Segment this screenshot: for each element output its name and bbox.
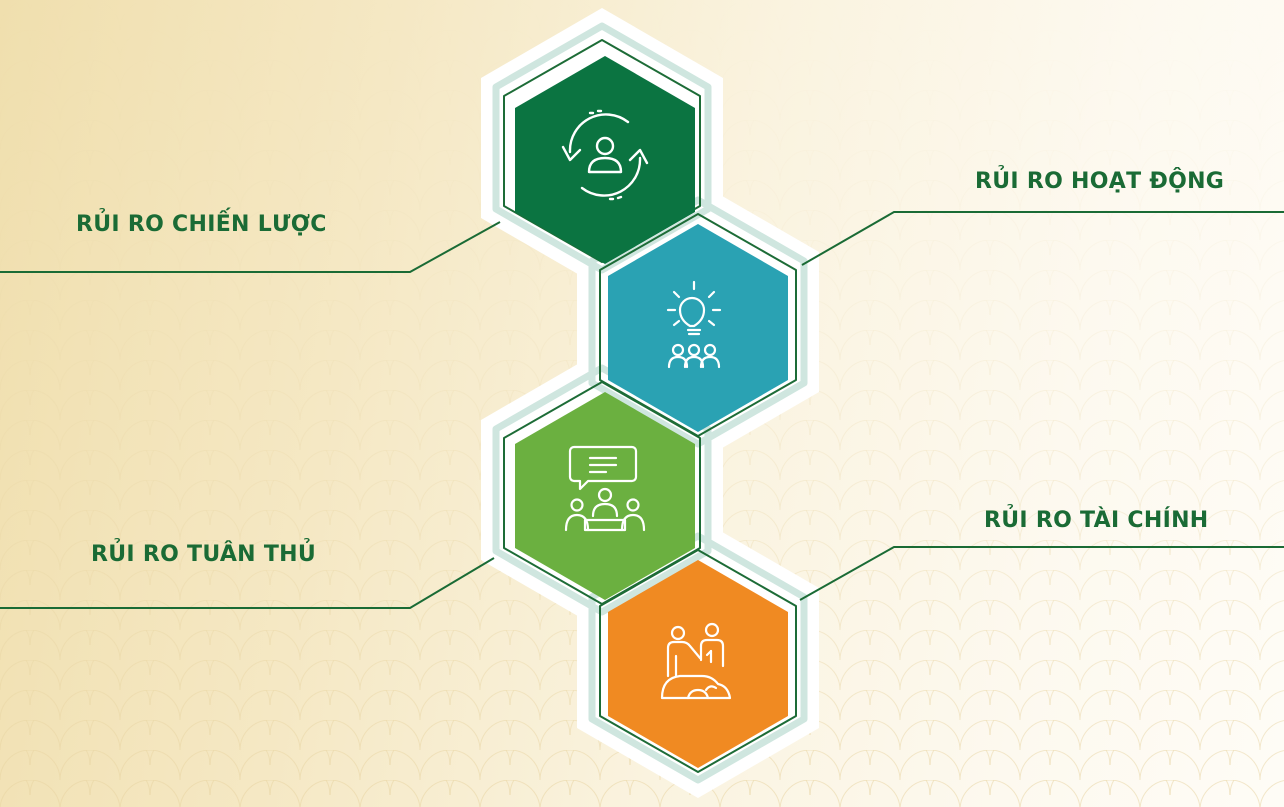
teamwork-puzzle-icon bbox=[660, 622, 732, 700]
connector-lines bbox=[0, 211, 1284, 609]
connector-operational bbox=[801, 211, 1284, 266]
outline-dark bbox=[503, 39, 797, 773]
meeting-discussion-icon bbox=[564, 445, 646, 532]
label-strategy-risk: RỦI RO CHIẾN LƯỢC bbox=[76, 212, 327, 237]
connector-compliance bbox=[0, 557, 495, 609]
label-operational-risk: RỦI RO HOẠT ĐỘNG bbox=[975, 169, 1225, 194]
hex-strategy bbox=[515, 56, 695, 264]
label-compliance-risk: RỦI RO TUÂN THỦ bbox=[91, 542, 317, 567]
person-cycle-icon bbox=[561, 109, 649, 201]
hex-financial bbox=[608, 560, 788, 768]
hex-operational bbox=[608, 224, 788, 432]
label-financial-risk: RỦI RO TÀI CHÍNH bbox=[984, 508, 1209, 533]
connector-strategy bbox=[0, 221, 501, 273]
connector-financial bbox=[799, 546, 1284, 601]
hex-compliance bbox=[515, 392, 695, 600]
lightbulb-team-icon bbox=[666, 280, 722, 369]
